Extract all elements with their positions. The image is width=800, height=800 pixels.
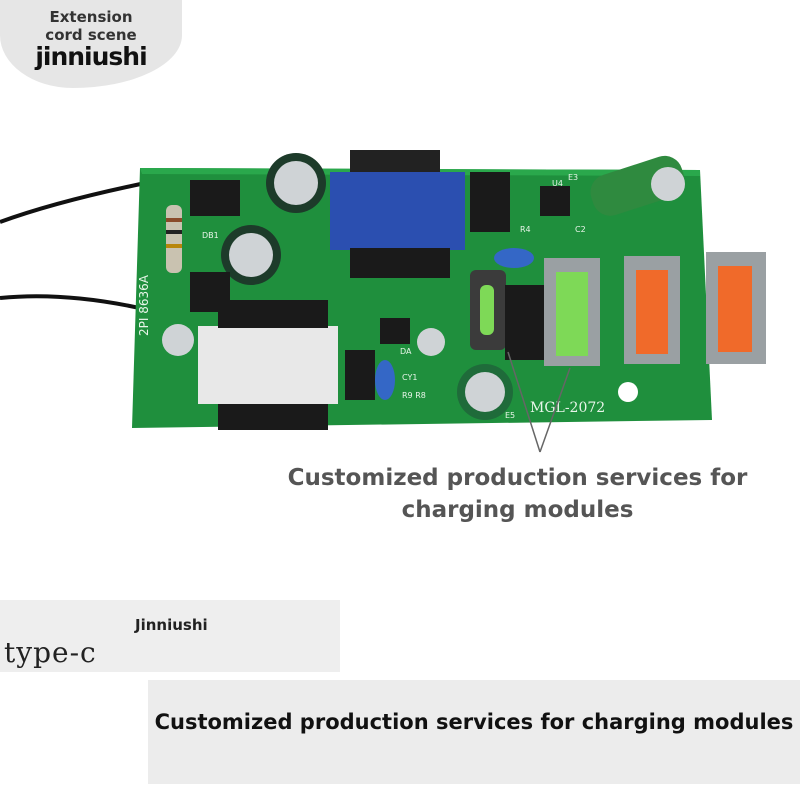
ic-chip-1 <box>190 180 240 216</box>
silk-label-da: DA <box>400 347 412 356</box>
capacitor-3 <box>162 324 194 356</box>
ic-chip-4 <box>540 186 570 216</box>
ic-chip-2 <box>470 172 510 232</box>
board-side-label: 2PI 8636A <box>137 274 151 336</box>
pcb-photo: MGL-2072 2PI 8636A DB1 CY1 DA R9 R8 E5 E… <box>0 150 766 453</box>
badge-brand-name: jinniushi <box>35 42 147 71</box>
silk-label-u4: U4 <box>552 179 563 188</box>
silk-label-r4: R4 <box>520 225 531 234</box>
label-box-brand: Jinniushi <box>135 616 208 634</box>
label-box-bottom-text: Customized production services for charg… <box>154 710 794 734</box>
y-capacitor-2 <box>375 360 395 400</box>
mounting-hole <box>618 382 638 402</box>
ic-chip-6 <box>345 350 375 400</box>
white-transformer <box>198 326 338 404</box>
caption-mid: Customized production services for charg… <box>287 465 748 523</box>
board-model-label: MGL-2072 <box>530 400 605 416</box>
silk-label-c2: C2 <box>575 225 586 234</box>
pointer-line-1 <box>507 351 541 453</box>
transformer <box>330 172 465 250</box>
silk-label-r9-r8: R9 R8 <box>402 391 426 400</box>
label-box-left <box>0 600 340 672</box>
badge-line-2: cord scene <box>45 26 137 44</box>
silk-label-db1: DB1 <box>202 231 219 240</box>
resistor <box>166 205 182 273</box>
ic-chip-3 <box>190 272 230 312</box>
silk-label-e5: E5 <box>505 411 515 420</box>
y-capacitor-1 <box>494 248 534 268</box>
badge-line-1: Extension <box>49 8 133 26</box>
silk-label-e3: E3 <box>568 173 578 182</box>
silk-label-cy1: CY1 <box>402 373 417 382</box>
pointer-line-2 <box>539 367 571 453</box>
ic-chip-5 <box>380 318 410 344</box>
label-box-type-c: type-c <box>4 636 97 669</box>
power-cable-top <box>0 178 161 224</box>
capacitor-4 <box>417 328 445 356</box>
label-box-bottom <box>148 680 800 784</box>
